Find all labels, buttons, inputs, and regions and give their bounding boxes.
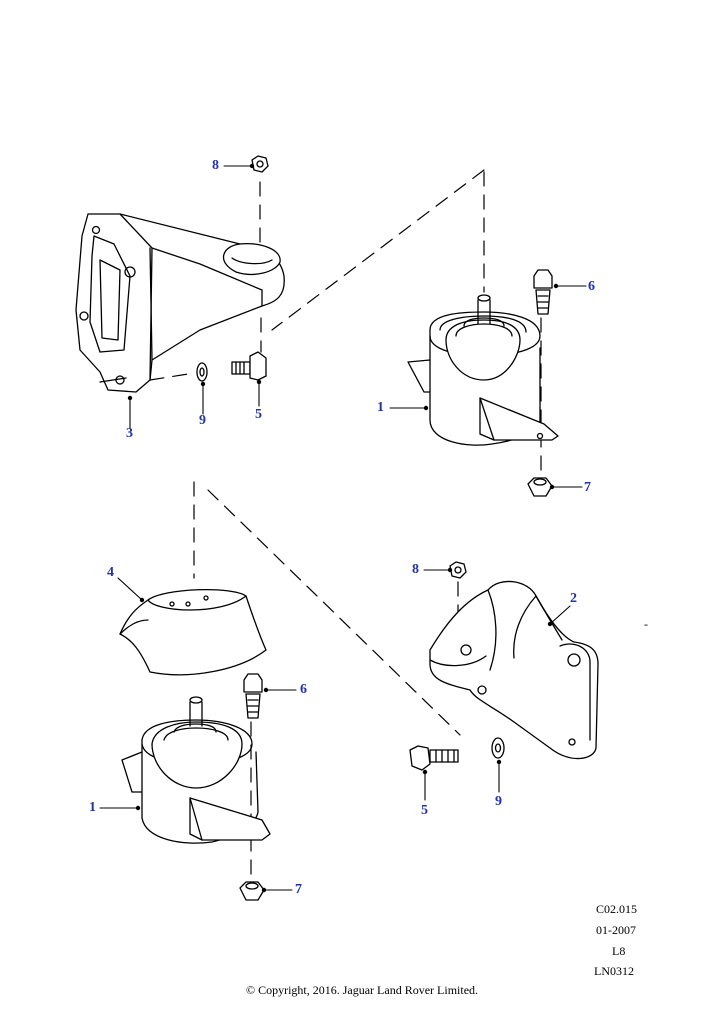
leader-dots [127, 163, 559, 893]
flange-nut-7-top [527, 477, 553, 497]
callout-9-top: 9 [199, 413, 206, 428]
callout-3: 3 [126, 426, 133, 441]
washer-9-bottom [491, 737, 505, 759]
flange-nut-7-bottom [239, 881, 265, 901]
callout-5-bottom: 5 [421, 803, 428, 818]
leader-lines [99, 165, 587, 891]
callout-1-right: 1 [377, 400, 384, 415]
bolt-5-top [231, 351, 267, 381]
washer-9-top [196, 362, 208, 382]
reference-model: L8 [612, 944, 626, 958]
callout-2: 2 [570, 591, 577, 606]
reference-illustration-id: LN0312 [594, 964, 634, 978]
reference-date: 01-2007 [596, 923, 636, 937]
bolt-6-bottom [243, 673, 263, 719]
heat-shield-part-4 [119, 588, 267, 676]
engine-mount-part-1-left [121, 696, 271, 844]
callout-6-right: 6 [588, 279, 595, 294]
flange-nut-8-mid [449, 561, 467, 579]
bracket-part-3 [75, 213, 285, 393]
callout-1-left: 1 [89, 800, 96, 815]
bolt-6-top [533, 269, 553, 315]
copyright-notice: © Copyright, 2016. Jaguar Land Rover Lim… [245, 983, 479, 997]
callout-5-top: 5 [255, 407, 262, 422]
reference-code: C02.015 [596, 902, 638, 916]
callout-7-left: 7 [295, 882, 302, 897]
bolt-5-bottom [409, 745, 459, 771]
callout-9-bottom: 9 [495, 794, 502, 809]
callout-8-top: 8 [212, 158, 219, 173]
bracket-part-2 [429, 580, 599, 760]
flange-nut-8-top [251, 155, 269, 173]
engine-mount-part-1-right [407, 294, 559, 446]
stray-mark: - [644, 617, 648, 631]
callout-6-left: 6 [300, 682, 307, 697]
callout-8-mid: 8 [412, 562, 419, 577]
callout-4: 4 [107, 565, 114, 580]
callout-7-right: 7 [584, 480, 591, 495]
